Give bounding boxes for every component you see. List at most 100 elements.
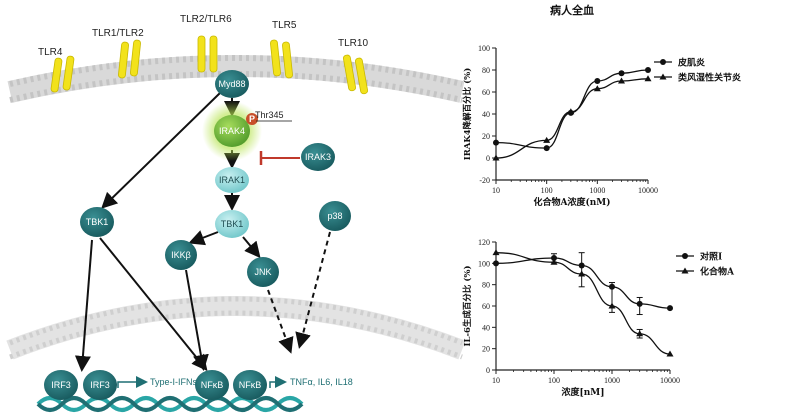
p38-label: p38 <box>327 211 342 221</box>
data-point <box>492 154 500 161</box>
chart-irak4-degradation: 病人全血 -20 0 20 40 60 80 100 10 100 1000 10000 化合物A浓度(… <box>462 3 741 208</box>
y-axis-label: IL-6生成百分比 (%) <box>462 266 473 347</box>
y-tick-label: 100 <box>478 259 490 268</box>
data-point <box>493 260 499 267</box>
data-point <box>567 108 575 115</box>
irf3-b-label: IRF3 <box>90 380 110 390</box>
y-tick-label: -20 <box>479 176 490 185</box>
data-point <box>493 139 499 146</box>
jnk-node: JNK <box>247 257 279 287</box>
tbk1-center-node: TBK1 <box>215 210 249 238</box>
y-tick-label: 60 <box>482 302 490 311</box>
x-tick-label: 10000 <box>660 376 680 385</box>
legend-label: 化合物A <box>700 266 735 278</box>
irf3-node-b: IRF3 <box>83 370 117 400</box>
irak1-node: IRAK1 <box>215 167 249 193</box>
p38-node: p38 <box>319 201 351 231</box>
receptor-tlr1-tlr2: TLR1/TLR2 <box>92 28 144 79</box>
receptor-tlr5: TLR5 <box>270 20 297 79</box>
irf3-a-label: IRF3 <box>51 380 71 390</box>
receptor-tlr2-tlr6: TLR2/TLR6 <box>180 14 232 73</box>
series-line <box>495 257 671 309</box>
phospho-badge <box>246 113 258 125</box>
pathway-diagram: TLR4 TLR1/TLR2 TLR2/TLR6 TLR5 TLR10 <box>6 14 466 412</box>
data-point <box>492 249 500 256</box>
receptor-label: TLR2/TLR6 <box>180 14 232 25</box>
x-tick-label: 10000 <box>638 186 658 195</box>
x-axis-label: 浓度[nM] <box>561 386 604 398</box>
nfkb-b-label: NFκB <box>239 380 262 390</box>
series-line <box>495 78 649 159</box>
y-tick-label: 80 <box>482 66 490 75</box>
x-tick-label: 10 <box>492 376 500 385</box>
y-axis-label: IRAK4降解百分比 (%) <box>462 68 473 161</box>
irak3-node: IRAK3 <box>301 143 335 171</box>
receptor-label: TLR1/TLR2 <box>92 28 144 39</box>
data-point <box>618 77 626 84</box>
x-tick-label: 1000 <box>604 376 620 385</box>
x-tick-label: 100 <box>541 186 553 195</box>
data-point <box>645 67 651 73</box>
type1-ifns-label: Type-I-IFNs <box>150 377 198 387</box>
receptor-tlr10: TLR10 <box>338 38 368 95</box>
chart-title: 病人全血 <box>550 3 594 17</box>
tbk1-left-label: TBK1 <box>86 217 109 227</box>
legend-marker <box>682 253 688 259</box>
ikkb-label: IKKβ <box>171 250 191 260</box>
irak4-label: IRAK4 <box>219 126 245 136</box>
tbk1-center-label: TBK1 <box>221 219 244 229</box>
data-point <box>543 136 551 143</box>
y-tick-label: 40 <box>482 110 490 119</box>
irak1-label: IRAK1 <box>219 175 245 185</box>
legend-label: 类风湿性关节炎 <box>678 72 741 84</box>
cytokines-label: TNFα, IL6, IL18 <box>290 377 353 387</box>
x-axis-label: 化合物A浓度(nM) <box>533 196 610 208</box>
series-line <box>495 252 671 355</box>
y-tick-label: 0 <box>486 154 490 163</box>
data-point <box>594 78 601 84</box>
dna-helix <box>36 396 304 412</box>
y-tick-label: 0 <box>486 366 490 375</box>
data-point <box>593 85 601 92</box>
receptor-label: TLR4 <box>38 47 63 58</box>
nfkb-node-b: NFκB <box>233 370 267 400</box>
legend-marker <box>681 267 689 274</box>
legend-label: 皮肌炎 <box>677 57 705 69</box>
data-point <box>644 75 652 82</box>
y-tick-label: 100 <box>478 44 490 53</box>
legend-marker <box>660 59 666 65</box>
x-tick-label: 10 <box>492 186 500 195</box>
y-tick-label: 40 <box>482 323 490 332</box>
receptor-tlr4: TLR4 <box>38 47 75 93</box>
y-tick-label: 80 <box>482 281 490 290</box>
series-line <box>495 69 649 149</box>
data-point <box>618 70 625 77</box>
irak3-label: IRAK3 <box>305 152 331 162</box>
receptor-label: TLR5 <box>272 20 297 31</box>
nfkb-a-label: NFκB <box>201 380 224 390</box>
myd88-node: Myd88 <box>215 70 249 98</box>
nfkb-node-a: NFκB <box>195 370 229 400</box>
data-point <box>666 350 674 357</box>
data-point <box>543 145 550 152</box>
x-tick-label: 1000 <box>589 186 605 195</box>
ikkb-node: IKKβ <box>165 240 197 270</box>
thr345-label: Thr345 <box>255 110 284 120</box>
chart-il6-production: 0 20 40 60 80 100 120 10 100 1000 10000 浓度[nM] IL-6生… <box>462 238 735 398</box>
y-tick-label: 120 <box>478 238 490 247</box>
pathway-arrows <box>74 92 331 388</box>
y-tick-label: 60 <box>482 88 490 97</box>
irf3-node-a: IRF3 <box>44 370 78 400</box>
phospho-label: P <box>249 114 255 124</box>
legend-label: 对照I <box>700 251 722 263</box>
tbk1-left-node: TBK1 <box>80 207 114 237</box>
jnk-label: JNK <box>254 267 271 277</box>
nuclear-membrane <box>6 296 466 360</box>
legend-marker <box>659 73 667 80</box>
myd88-label: Myd88 <box>218 79 245 89</box>
x-tick-label: 100 <box>548 376 560 385</box>
y-tick-label: 20 <box>482 132 490 141</box>
irak4-node: IRAK4 P Thr345 <box>202 101 292 161</box>
y-tick-label: 20 <box>482 345 490 354</box>
receptor-label: TLR10 <box>338 38 368 49</box>
